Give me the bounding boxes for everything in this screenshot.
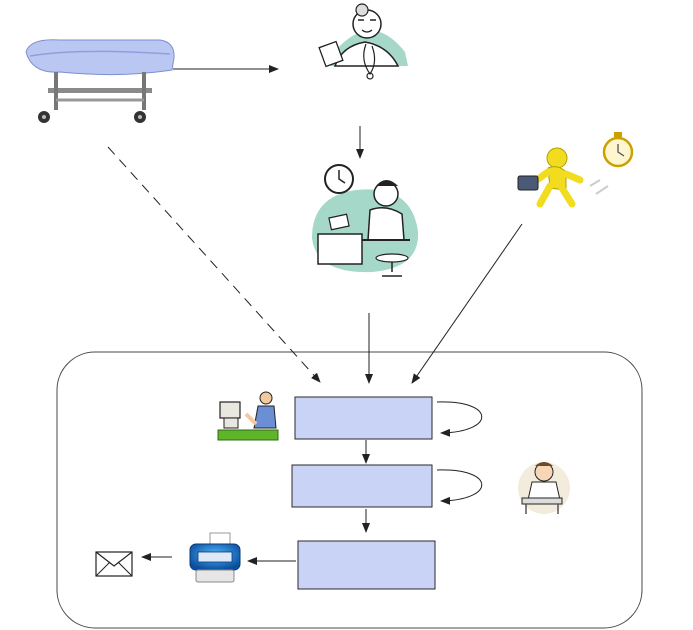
busy-office-worker-clock-icon bbox=[312, 164, 419, 277]
self-loop-box1 bbox=[436, 401, 483, 437]
person-at-computer-icon bbox=[217, 391, 279, 441]
process-box-2 bbox=[291, 464, 433, 508]
doctor-clipboard-icon bbox=[318, 3, 408, 80]
doctor-at-desk-icon bbox=[518, 462, 570, 514]
envelope-icon bbox=[95, 551, 133, 577]
printer-icon bbox=[189, 532, 241, 583]
process-box-3 bbox=[297, 540, 436, 590]
running-person-briefcase-stopwatch-icon bbox=[517, 132, 634, 208]
process-container bbox=[56, 351, 643, 629]
self-loop-box2 bbox=[436, 469, 483, 505]
process-box-1 bbox=[294, 396, 433, 440]
hospital-stretcher-icon bbox=[25, 39, 175, 123]
arrow-stretcher-dashed-to-box1 bbox=[107, 146, 321, 383]
arrow-runner-to-box1 bbox=[411, 223, 523, 384]
